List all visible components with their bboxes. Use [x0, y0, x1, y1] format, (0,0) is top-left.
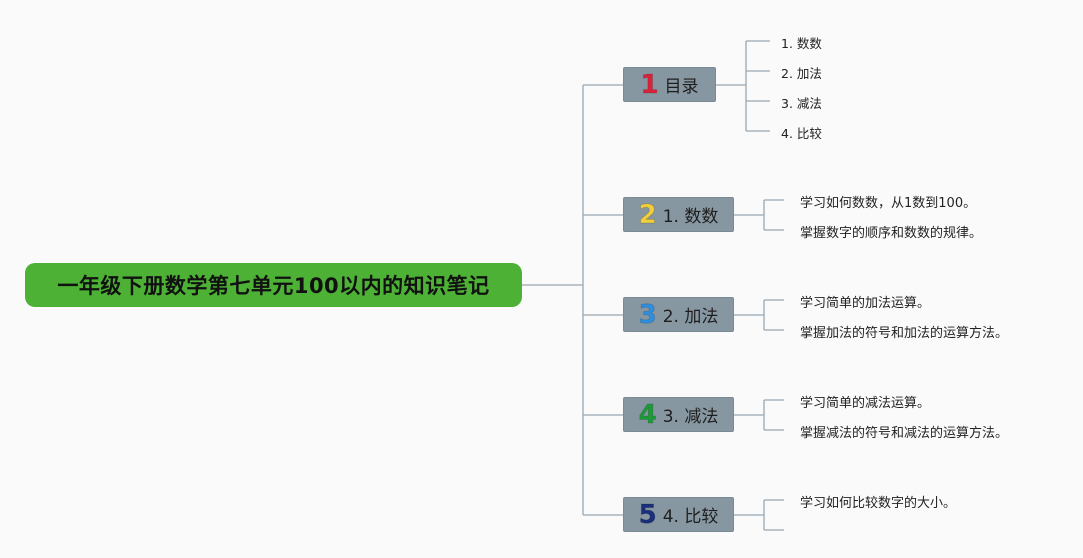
leaf-item[interactable]: 1. 数数: [781, 36, 822, 51]
branch-label: 1. 数数: [662, 207, 719, 227]
root-node[interactable]: 一年级下册数学第七单元100以内的知识笔记: [25, 263, 522, 307]
leaf-item[interactable]: 学习如何比较数字的大小。: [800, 496, 957, 511]
branch-node-subtraction[interactable]: 4 3. 减法: [623, 397, 734, 432]
number-2-icon: 2: [638, 199, 657, 230]
leaf-item[interactable]: 学习如何数数，从1数到100。: [800, 196, 977, 211]
leaf-item[interactable]: 掌握加法的符号和加法的运算方法。: [800, 326, 1009, 341]
leaf-item[interactable]: 学习简单的减法运算。: [800, 396, 931, 411]
branch-label: 目录: [664, 77, 699, 97]
root-title: 一年级下册数学第七单元100以内的知识笔记: [57, 274, 490, 298]
branch-label: 4. 比较: [662, 507, 719, 527]
leaf-item[interactable]: 掌握数字的顺序和数数的规律。: [800, 226, 983, 241]
branch-node-comparison[interactable]: 5 4. 比较: [623, 497, 734, 532]
number-1-icon: 1: [640, 69, 659, 100]
branch-label: 2. 加法: [662, 307, 719, 327]
branch-node-counting[interactable]: 2 1. 数数: [623, 197, 734, 232]
leaf-item[interactable]: 掌握减法的符号和减法的运算方法。: [800, 426, 1009, 441]
leaf-item[interactable]: 学习简单的加法运算。: [800, 296, 931, 311]
leaf-item[interactable]: 3. 减法: [781, 96, 822, 111]
number-5-icon: 5: [638, 499, 657, 530]
leaf-item[interactable]: 2. 加法: [781, 66, 822, 81]
branch-label: 3. 减法: [662, 407, 719, 427]
number-4-icon: 4: [638, 399, 657, 430]
leaf-item[interactable]: 4. 比较: [781, 126, 822, 141]
branch-node-toc[interactable]: 1 目录: [623, 67, 716, 102]
branch-node-addition[interactable]: 3 2. 加法: [623, 297, 734, 332]
number-3-icon: 3: [638, 299, 657, 330]
